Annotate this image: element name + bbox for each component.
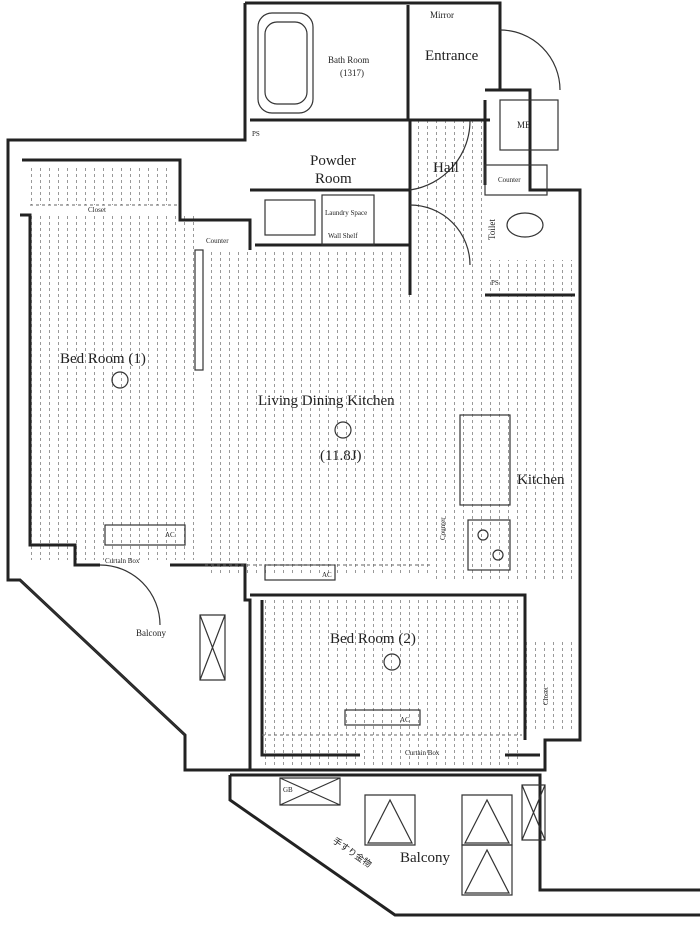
hall-floor [410, 120, 485, 295]
outer-wall-west [6, 1, 502, 772]
bathtub-inner [264, 21, 308, 105]
closet-label: Closet [88, 206, 106, 214]
balcony-label: Balcony [400, 850, 450, 866]
ac-label: AC [322, 571, 332, 579]
bed-room-2-label: Bed Room (2) [330, 631, 416, 647]
ac-unit [104, 524, 186, 546]
bath-room-label: Bath Room [328, 55, 369, 65]
gb-label: GB [283, 786, 293, 794]
living-floor [205, 250, 430, 575]
living-label: Living Dining Kitchen [258, 393, 395, 409]
evacuation-hatch-icon [461, 844, 513, 896]
ac-unit [264, 564, 336, 581]
powder-sink [264, 199, 316, 236]
dashed-lines [30, 204, 522, 736]
bed-room-2-walls [250, 593, 540, 757]
outdoor-unit [199, 614, 226, 681]
toilet-bowl [506, 212, 544, 238]
living-door-swing [409, 204, 471, 266]
wall-shelf-label: Wall Shelf [328, 232, 358, 240]
closet-1-floor [30, 165, 175, 205]
kitchen-floor [430, 260, 575, 580]
outdoor-unit-2 [521, 784, 546, 841]
balcony-1-rail [19, 579, 186, 736]
hall-door-swing [409, 119, 471, 191]
powder-label: Powder [310, 153, 356, 169]
mirror-label: Mirror [430, 10, 454, 20]
ac-unit [344, 709, 421, 726]
balcony-label: Balcony [136, 628, 166, 638]
hall-label: Hall [433, 160, 459, 176]
entrance-label: Entrance [425, 48, 479, 64]
toilet-counter [484, 164, 548, 196]
bath-size-label: (1317) [340, 68, 364, 78]
kitchen-label: Kitchen [517, 472, 565, 488]
kitchen-counter-label: Counter [439, 517, 447, 540]
kitchen-sink [459, 414, 511, 506]
laundry-label: Laundry Space [325, 209, 367, 217]
stove [467, 519, 511, 571]
toilet-label: Toilet [487, 219, 497, 240]
ceiling-light-icon [334, 421, 352, 439]
burner-icon [477, 529, 489, 541]
handrail-label: 手すり金物 [331, 835, 374, 870]
mb-label: MB [517, 120, 531, 130]
gas-boiler [279, 777, 341, 806]
ceiling-light-icon [111, 371, 129, 389]
counter-label: Counter [498, 176, 521, 184]
outer-wall-east [245, 88, 582, 772]
bed-room-1-floor [30, 215, 195, 560]
entrance-door-swing [499, 29, 561, 91]
room-label: Room [315, 171, 352, 187]
laundry-space [321, 194, 375, 246]
burner-icon [492, 549, 504, 561]
bathtub [257, 12, 314, 114]
living-size-label: (11.8J) [320, 448, 362, 464]
curtain-box-label: Curtain Box [105, 557, 140, 565]
evacuation-hatch-icon [364, 794, 416, 846]
closet-2-floor [522, 640, 572, 730]
ac-label: AC [165, 531, 175, 539]
flower-shelf [194, 249, 204, 371]
ceiling-light-icon [383, 653, 401, 671]
balcony-2-walls [228, 773, 700, 917]
closet-label: Closet [542, 687, 550, 705]
balcony-door-swing [99, 564, 161, 626]
bed-room-1-label: Bed Room (1) [60, 351, 146, 367]
bed-room-2-floor [262, 600, 522, 765]
evacuation-hatch-icon [461, 794, 513, 846]
meter-box [499, 99, 559, 151]
curtain-box-label: Curtain Box [405, 749, 440, 757]
counter-label: Counter [206, 237, 229, 245]
ps-label: PS [252, 130, 260, 138]
ps-label: PS [491, 279, 499, 287]
ac-label: AC [400, 716, 410, 724]
